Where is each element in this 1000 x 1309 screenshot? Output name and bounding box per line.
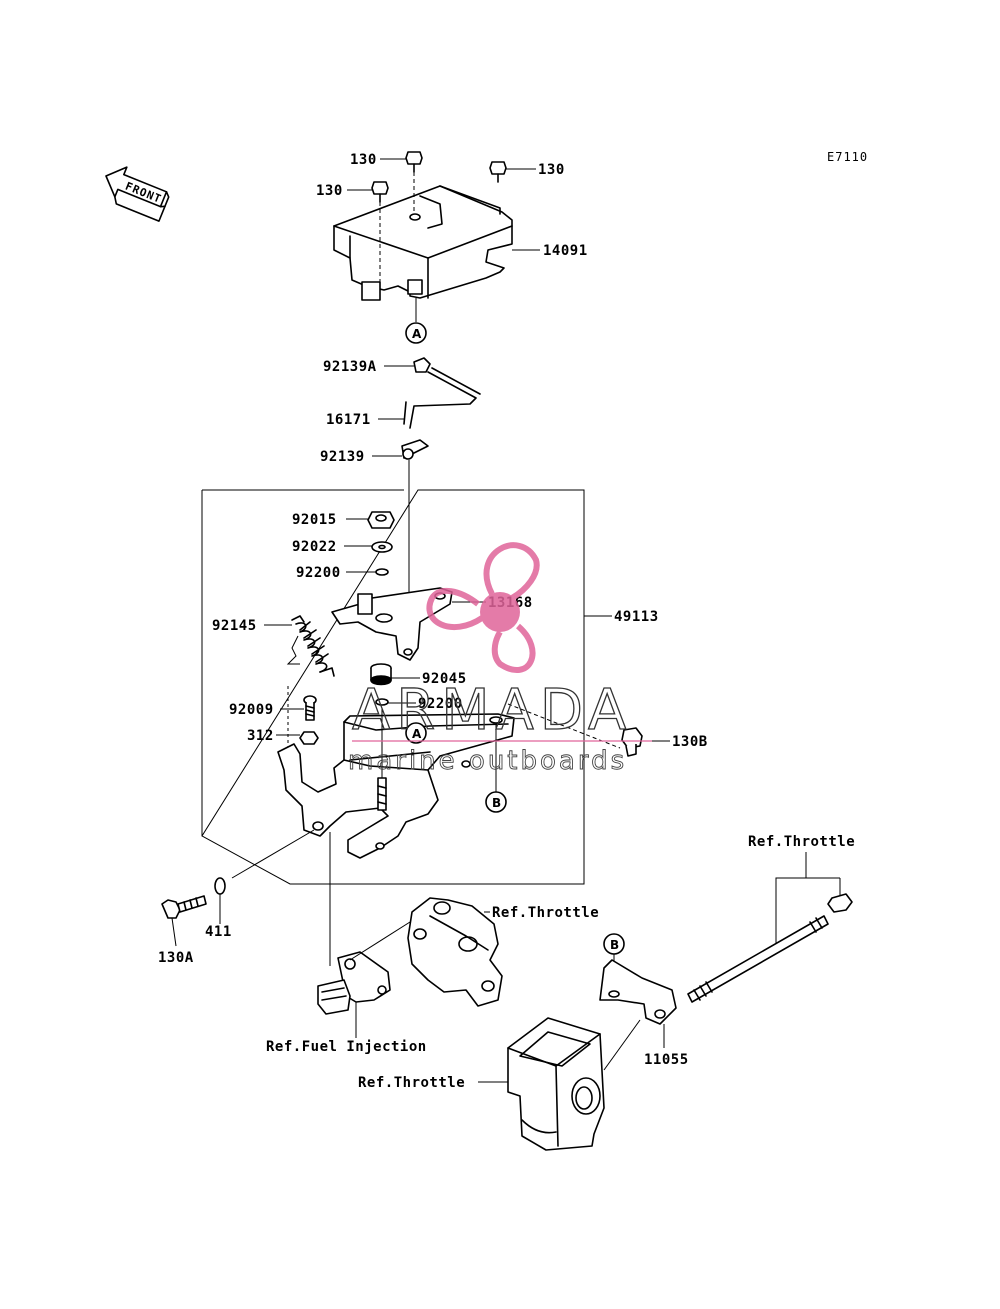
watermark-brand: ARMADA: [352, 678, 632, 743]
bolt-130B-icon: [621, 727, 643, 757]
sensor-fuel-injection: [317, 951, 391, 1015]
part-label-14091: 14091: [543, 243, 588, 259]
part-label-92139: 92139: [320, 449, 365, 465]
bolt-130-icon: [371, 181, 389, 203]
bolt-130A-icon: [161, 895, 207, 919]
part-label-312: 312: [247, 728, 274, 744]
washer-92200-icon: [375, 568, 389, 576]
lever-13168: [331, 587, 453, 661]
callout-a: [405, 722, 427, 744]
part-label-130B: 130B: [672, 734, 708, 750]
bracket-main: [277, 713, 515, 859]
callout-b-label: B: [610, 938, 619, 952]
part-label-411: 411: [205, 924, 232, 940]
clip-92139-icon: [401, 439, 429, 460]
callout-a-label: A: [412, 327, 422, 341]
callout-b: [603, 933, 625, 955]
rod-16171: [403, 367, 481, 429]
part-label-16171: 16171: [326, 412, 371, 428]
bracket-11055: [599, 959, 677, 1025]
part-label-49113: 49113: [614, 609, 659, 625]
part-label-92009: 92009: [229, 702, 274, 718]
part-label-130A: 130A: [158, 950, 194, 966]
ref-fuel-injection: Ref.Fuel Injection: [266, 1039, 427, 1055]
part-label-92045: 92045: [422, 671, 467, 687]
bushing-92045-icon: [370, 663, 392, 686]
callout-a: [405, 322, 427, 344]
callout-b-label: B: [492, 796, 501, 810]
watermark-logo-icon: [426, 542, 540, 673]
part-label-130: 130: [538, 162, 565, 178]
callout-a-label: A: [412, 727, 422, 741]
front-arrow-icon: FRONT: [105, 166, 170, 222]
cover-14091: [333, 185, 513, 301]
ref-throttle: Ref.Throttle: [358, 1075, 465, 1091]
bolt-130-icon: [489, 161, 507, 183]
part-label-130: 130: [316, 183, 343, 199]
part-label-92200: 92200: [418, 696, 463, 712]
screw-92009-icon: [303, 695, 317, 721]
spring-92145-icon: [291, 615, 335, 677]
throttle-shaft: [687, 915, 829, 1003]
part-label-92022: 92022: [292, 539, 337, 555]
washer-411-icon: [214, 877, 226, 895]
nut-icon: [827, 893, 853, 913]
ref-throttle: Ref.Throttle: [748, 834, 855, 850]
ref-throttle: Ref.Throttle: [492, 905, 599, 921]
bolt-130-icon: [405, 151, 423, 173]
washer-92200-icon: [375, 698, 389, 706]
throttle-body-mid: [407, 897, 503, 1007]
watermark-tagline: marine outboards: [348, 746, 627, 776]
diagram-code: E7110: [827, 150, 868, 164]
callout-b: [485, 791, 507, 813]
part-label-130: 130: [350, 152, 377, 168]
clip-92139A-icon: [413, 357, 431, 373]
part-label-92145: 92145: [212, 618, 257, 634]
nut-92015-icon: [367, 511, 395, 529]
assembly-box-49113: [201, 489, 585, 885]
part-label-92139A: 92139A: [323, 359, 377, 375]
part-label-92200: 92200: [296, 565, 341, 581]
throttle-body-bottom: [507, 1017, 605, 1151]
part-label-11055: 11055: [644, 1052, 689, 1068]
part-label-92015: 92015: [292, 512, 337, 528]
nut-312-icon: [299, 731, 319, 745]
